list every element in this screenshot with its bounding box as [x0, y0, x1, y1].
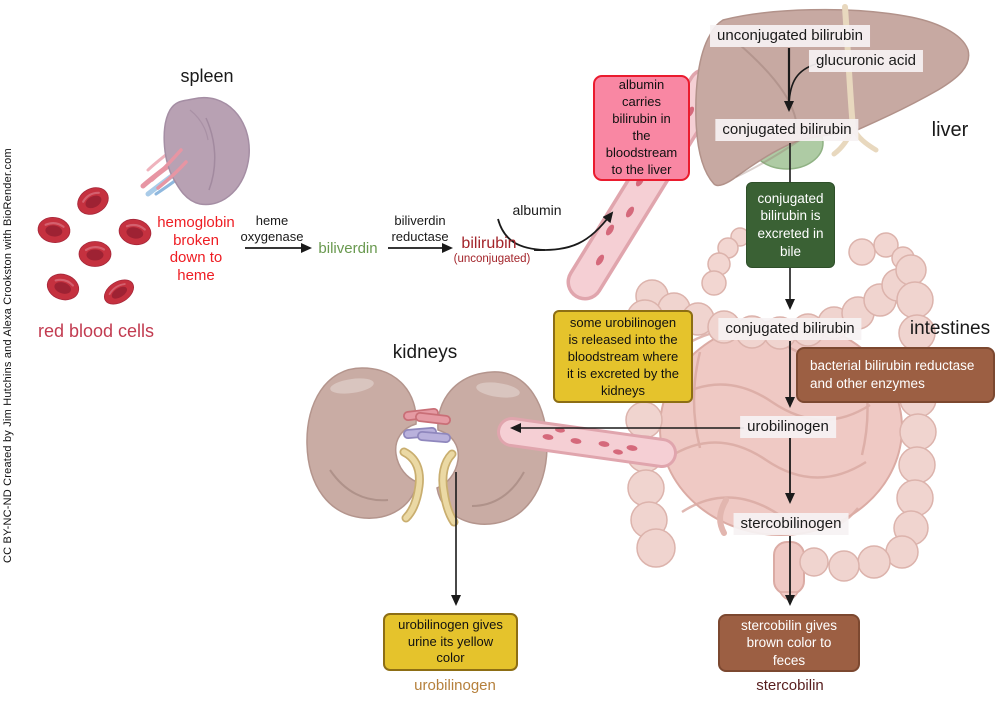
red-blood-cells-label: red blood cells [37, 321, 155, 341]
kidneys-label: kidneys [392, 342, 458, 363]
blood-vessel-to-kidneys [497, 417, 677, 468]
bilirubin-label: bilirubin [461, 235, 517, 252]
stercobilin-product-label: stercobilin [756, 677, 824, 694]
feces-color-callout: stercobilin gives brown color to feces [718, 614, 860, 672]
spleen-illustration [140, 96, 250, 206]
biliverdin-label: biliverdin [318, 240, 378, 257]
intestines-illustration [625, 227, 937, 601]
albumin-label: albumin [512, 202, 562, 218]
urobilinogen-tag: urobilinogen [740, 416, 836, 438]
bacterial-enzymes-callout: bacterial bilirubin reductase and other … [796, 347, 995, 403]
conjugated-bilirubin-intestine-tag: conjugated bilirubin [718, 318, 862, 340]
intestines-label: intestines [909, 318, 991, 339]
red-blood-cells-illustration [35, 181, 155, 311]
bilirubin-unconjugated-qualifier: (unconjugated) [453, 253, 531, 265]
heme-oxygenase-label: heme oxygenase [240, 213, 304, 244]
glucuronic-acid-tag: glucuronic acid [808, 50, 924, 72]
flow-arrows [245, 48, 817, 606]
attribution-credit: CC BY-NC-ND Created by Jim Hutchins and … [2, 148, 14, 564]
spleen-label: spleen [180, 66, 234, 86]
urobilinogen-product-label: urobilinogen [414, 677, 496, 694]
hemoglobin-breakdown-note: hemoglobin broken down to heme [157, 214, 235, 285]
kidneys-illustration [306, 367, 548, 527]
albumin-transport-callout: albumin carries bilirubin in the bloodst… [593, 75, 690, 181]
stercobilinogen-tag: stercobilinogen [733, 513, 849, 535]
bile-excretion-callout: conjugated bilirubin is excreted in bile [746, 182, 835, 268]
unconjugated-bilirubin-tag: unconjugated bilirubin [710, 25, 870, 47]
biliverdin-reductase-label: biliverdin reductase [391, 213, 449, 244]
conjugated-bilirubin-liver-tag: conjugated bilirubin [715, 119, 859, 141]
urine-color-callout: urobilinogen gives urine its yellow colo… [383, 613, 518, 671]
urobilinogen-release-callout: some urobilinogen is released into the b… [553, 310, 693, 403]
liver-label: liver [931, 119, 969, 141]
